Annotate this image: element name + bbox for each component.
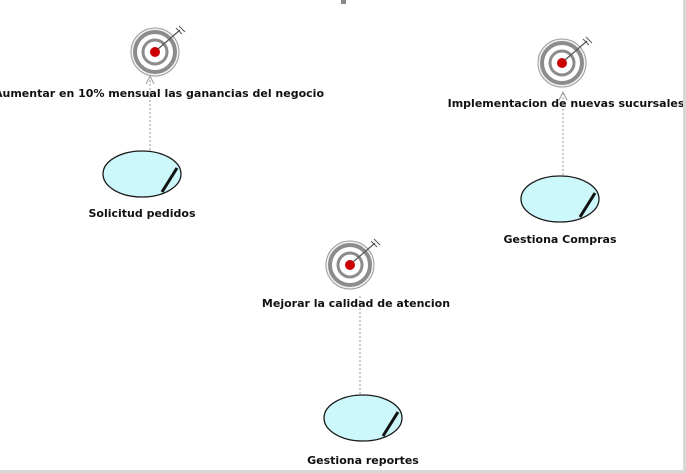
use-case-label: Solicitud pedidos xyxy=(88,207,196,220)
goal-label: Mejorar la calidad de atencion xyxy=(261,297,451,310)
resize-handle[interactable] xyxy=(341,0,346,4)
goal-target-icon[interactable] xyxy=(536,35,594,89)
use-case-label: Gestiona reportes xyxy=(307,454,419,467)
goal-target-icon[interactable] xyxy=(324,237,382,291)
use-case-ellipse[interactable] xyxy=(519,174,601,224)
link-arrow-g1 xyxy=(145,74,155,85)
window-border-right xyxy=(683,0,686,473)
goal-label: Implementacion de nuevas sucursales xyxy=(447,97,685,110)
goal-target-icon[interactable] xyxy=(129,24,187,78)
goal-label: Aumentar en 10% mensual las ganancias de… xyxy=(0,87,325,100)
link-arrow-g2 xyxy=(558,90,568,101)
window-border-bottom xyxy=(0,470,686,473)
use-case-ellipse[interactable] xyxy=(101,149,183,199)
use-case-label: Gestiona Compras xyxy=(503,233,617,246)
use-case-ellipse[interactable] xyxy=(322,393,404,443)
